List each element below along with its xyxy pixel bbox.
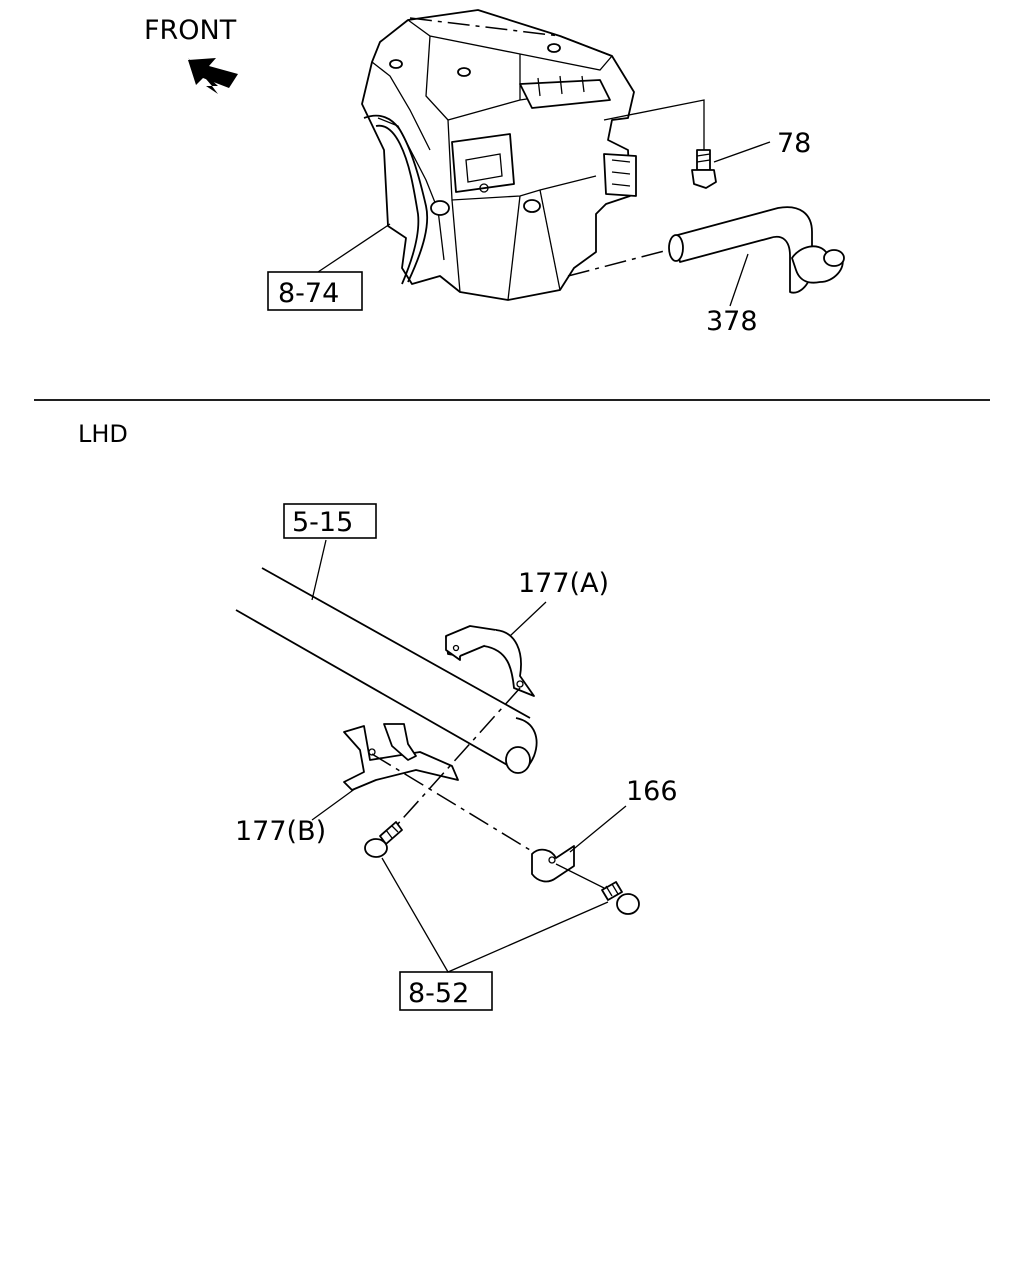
callout-8-74: 8-74 — [278, 278, 339, 309]
callout-166: 166 — [626, 776, 678, 807]
leader-8-74 — [317, 223, 391, 273]
clip-166-drawing — [531, 845, 575, 883]
leader-177a — [509, 601, 547, 637]
hose-routing-dashline — [567, 249, 669, 277]
bracket-177a-drawing — [445, 625, 535, 697]
drain-hose-378-drawing — [668, 206, 845, 294]
callout-5-15: 5-15 — [292, 507, 353, 538]
heater-unit-drawing — [361, 9, 637, 301]
callout-8-52: 8-52 — [408, 978, 469, 1009]
leader-177b — [311, 787, 357, 821]
front-label: FRONT — [144, 15, 237, 46]
leader-166 — [569, 805, 627, 853]
lhd-label: LHD — [78, 420, 128, 448]
ref-box-8-52 — [399, 971, 493, 1011]
cross-beam-drawing — [235, 567, 538, 774]
bolt-78-drawing — [603, 99, 717, 189]
ref-box-5-15 — [283, 503, 377, 539]
leader-8-52 — [381, 857, 609, 973]
bolt-a-drawing — [364, 821, 403, 858]
bolt-b-drawing — [601, 881, 640, 915]
ref-box-8-74 — [267, 271, 363, 311]
install-dashline-bolt — [395, 687, 521, 827]
install-dashline-clip — [371, 753, 531, 851]
front-arrow-icon — [188, 58, 238, 94]
install-line-bolt2 — [555, 863, 609, 891]
leader-78 — [713, 141, 771, 163]
bracket-177b-drawing — [343, 723, 459, 791]
callout-78: 78 — [777, 128, 811, 159]
callout-378: 378 — [706, 306, 758, 337]
leader-5-15 — [311, 539, 327, 601]
callout-177a: 177(A) — [518, 568, 609, 599]
callout-177b: 177(B) — [235, 816, 326, 847]
leader-378 — [729, 253, 749, 307]
